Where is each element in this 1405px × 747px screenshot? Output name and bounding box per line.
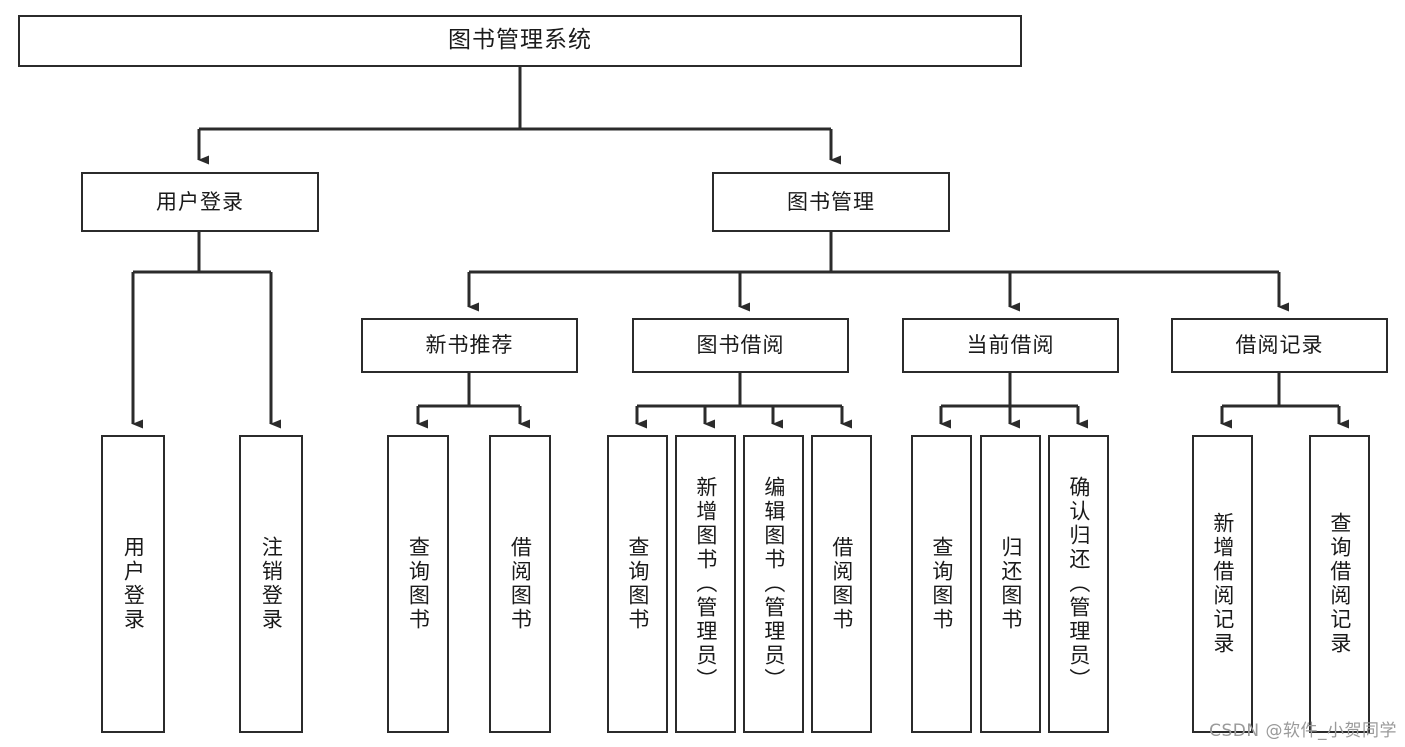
node-leaf-query-book-2[interactable]: 查询图书 xyxy=(607,435,668,733)
node-leaf-add-book[interactable]: 新增图书（管理员） xyxy=(675,435,736,733)
watermark: CSDN @软件_小贺同学 xyxy=(1209,721,1397,741)
node-leaf-query-record-label: 查询借阅记录 xyxy=(1327,512,1352,656)
node-leaf-add-record[interactable]: 新增借阅记录 xyxy=(1192,435,1253,733)
node-borrow-record-label: 借阅记录 xyxy=(1235,333,1324,358)
node-leaf-logout-login-label: 注销登录 xyxy=(259,536,284,632)
node-book-manage-label: 图书管理 xyxy=(787,189,875,214)
node-leaf-query-book-2-label: 查询图书 xyxy=(625,536,650,632)
node-leaf-add-record-label: 新增借阅记录 xyxy=(1210,512,1235,656)
node-new-book-recommend[interactable]: 新书推荐 xyxy=(361,318,578,373)
node-leaf-query-book-1-label: 查询图书 xyxy=(406,536,431,632)
node-book-borrow-label: 图书借阅 xyxy=(696,333,785,358)
node-new-book-recommend-label: 新书推荐 xyxy=(425,333,514,358)
node-leaf-user-login[interactable]: 用户登录 xyxy=(101,435,165,733)
node-root-label: 图书管理系统 xyxy=(448,27,592,54)
node-leaf-query-record[interactable]: 查询借阅记录 xyxy=(1309,435,1370,733)
node-book-manage[interactable]: 图书管理 xyxy=(712,172,950,232)
node-root[interactable]: 图书管理系统 xyxy=(18,15,1022,67)
node-leaf-user-login-label: 用户登录 xyxy=(121,536,146,632)
node-user-login[interactable]: 用户登录 xyxy=(81,172,319,232)
node-leaf-logout-login[interactable]: 注销登录 xyxy=(239,435,303,733)
node-leaf-return-book[interactable]: 归还图书 xyxy=(980,435,1041,733)
node-leaf-borrow-book-1[interactable]: 借阅图书 xyxy=(489,435,551,733)
node-user-login-label: 用户登录 xyxy=(156,189,244,214)
node-leaf-add-book-label: 新增图书（管理员） xyxy=(693,476,718,692)
node-leaf-confirm-return-label: 确认归还（管理员） xyxy=(1066,476,1091,692)
node-leaf-borrow-book-1-label: 借阅图书 xyxy=(508,536,533,632)
node-borrow-record[interactable]: 借阅记录 xyxy=(1171,318,1388,373)
node-leaf-query-book-3-label: 查询图书 xyxy=(929,536,954,632)
node-leaf-borrow-book-2[interactable]: 借阅图书 xyxy=(811,435,872,733)
node-leaf-return-book-label: 归还图书 xyxy=(998,536,1023,632)
node-leaf-borrow-book-2-label: 借阅图书 xyxy=(829,536,854,632)
node-current-borrow[interactable]: 当前借阅 xyxy=(902,318,1119,373)
node-leaf-edit-book[interactable]: 编辑图书（管理员） xyxy=(743,435,804,733)
node-current-borrow-label: 当前借阅 xyxy=(966,333,1055,358)
node-leaf-edit-book-label: 编辑图书（管理员） xyxy=(761,476,786,692)
node-leaf-query-book-1[interactable]: 查询图书 xyxy=(387,435,449,733)
node-leaf-query-book-3[interactable]: 查询图书 xyxy=(911,435,972,733)
node-book-borrow[interactable]: 图书借阅 xyxy=(632,318,849,373)
node-leaf-confirm-return[interactable]: 确认归还（管理员） xyxy=(1048,435,1109,733)
